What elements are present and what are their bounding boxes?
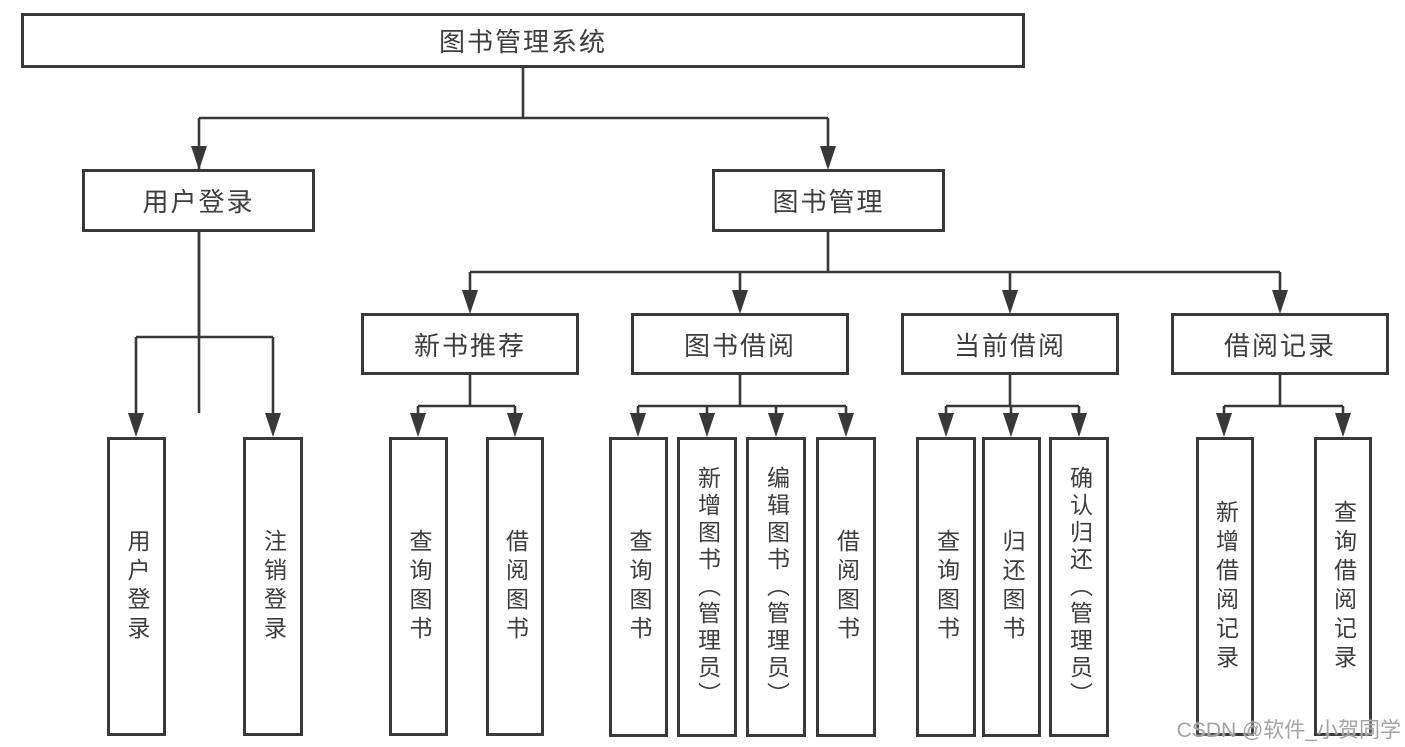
leaf-edit-book-admin: 编辑图书（管理员）	[746, 437, 806, 737]
node-label: 编辑图书（管理员）	[763, 465, 790, 709]
node-label: 查询借阅记录	[1330, 499, 1357, 674]
node-label: 查询图书	[406, 528, 432, 645]
leaf-recommend-borrow-book: 借阅图书	[486, 437, 544, 736]
node-label: 借阅记录	[1223, 330, 1336, 361]
node-label: 用户登录	[142, 187, 255, 217]
node-label: 查询图书	[933, 529, 960, 645]
node-borrow-record: 借阅记录	[1171, 313, 1389, 375]
leaf-return-book: 归还图书	[982, 437, 1041, 737]
csdn-watermark: CSDN @软件_小贺同学	[1176, 719, 1401, 742]
leaf-user-login: 用户登录	[107, 437, 166, 736]
node-label: 新书推荐	[413, 330, 526, 361]
node-label: 查询图书	[626, 529, 652, 645]
leaf-current-query-book: 查询图书	[916, 437, 976, 737]
node-book-borrow: 图书借阅	[631, 313, 849, 375]
leaf-borrow-book: 借阅图书	[816, 437, 876, 737]
node-user-login-module: 用户登录	[82, 169, 315, 232]
node-label: 当前借阅	[953, 330, 1066, 361]
leaf-query-borrow-record: 查询借阅记录	[1314, 437, 1372, 736]
node-book-management-module: 图书管理	[712, 169, 945, 232]
node-label: 注销登录	[260, 528, 287, 645]
node-label: 归还图书	[999, 529, 1025, 645]
node-label: 借阅图书	[833, 529, 860, 645]
leaf-logout: 注销登录	[243, 437, 303, 736]
leaf-add-book-admin: 新增图书（管理员）	[677, 437, 737, 737]
leaf-confirm-return-admin: 确认归还（管理员）	[1049, 437, 1109, 737]
node-label: 图书管理系统	[438, 27, 607, 57]
leaf-recommend-query-book: 查询图书	[389, 437, 448, 736]
node-label: 图书管理	[772, 187, 885, 217]
node-label: 新增借阅记录	[1212, 499, 1239, 674]
leaf-borrow-query-book: 查询图书	[609, 437, 668, 737]
node-new-book-recommend: 新书推荐	[361, 313, 579, 375]
node-current-borrow: 当前借阅	[901, 313, 1119, 375]
node-label: 借阅图书	[502, 528, 529, 645]
node-label: 图书借阅	[683, 330, 796, 361]
node-label: 用户登录	[124, 528, 150, 645]
node-label: 确认归还（管理员）	[1066, 465, 1093, 709]
node-label: 新增图书（管理员）	[694, 465, 721, 709]
node-system-root: 图书管理系统	[21, 13, 1025, 68]
leaf-add-borrow-record: 新增借阅记录	[1196, 437, 1254, 736]
